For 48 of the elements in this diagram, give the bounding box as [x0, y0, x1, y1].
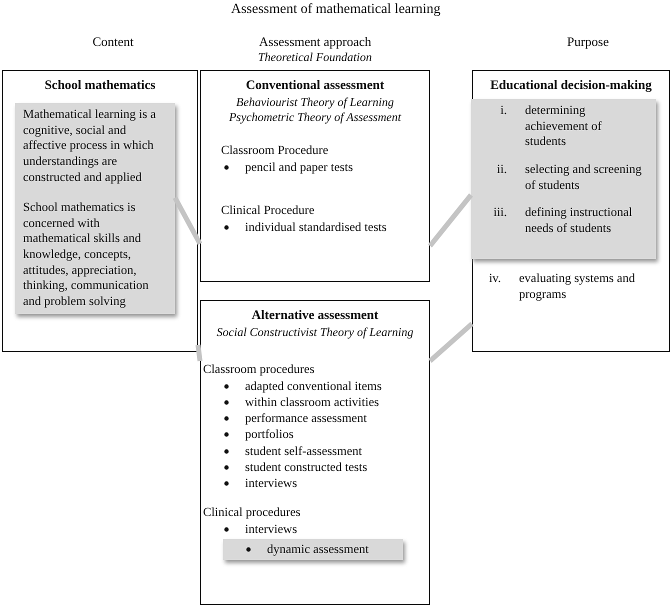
- list-item: student constructed tests: [245, 460, 368, 474]
- list-item: interviews: [245, 476, 298, 490]
- list-item: student self-assessment: [245, 444, 362, 458]
- shaded-box: [223, 539, 403, 560]
- content-box: [2, 70, 198, 352]
- connector-line: [428, 322, 474, 363]
- connector-line: [172, 196, 202, 246]
- connector-line: [428, 193, 473, 248]
- box-heading: Alternative assessment: [250, 307, 380, 323]
- list-item: pencil and paper tests: [245, 160, 353, 174]
- item-numeral: ii.: [496, 162, 507, 178]
- box-heading: Educational decision-making: [489, 77, 653, 93]
- item-numeral: iv.: [488, 271, 501, 287]
- theory-name: Psychometric Theory of Assessment: [228, 110, 402, 125]
- item-text: determining achievement of students: [525, 103, 603, 150]
- list-item: portfolios: [245, 427, 294, 442]
- content-box: [472, 70, 670, 352]
- item-text: selecting and screening of students: [525, 162, 643, 194]
- diagram-title: Assessment of mathematical learning: [231, 2, 441, 18]
- column-heading: Purpose: [567, 34, 609, 50]
- list-item: individual standardised tests: [245, 220, 387, 234]
- item-numeral: i.: [499, 103, 507, 119]
- description-text: Mathematical learning is a cognitive, social and affective process in which understandings are constructed and applied: [22, 107, 157, 186]
- item-text: defining instructional needs of students: [525, 205, 634, 236]
- column-heading: Content: [92, 34, 134, 50]
- procedure-heading: Classroom Procedure: [220, 143, 330, 159]
- item-text: evaluating systems and programs: [519, 271, 636, 302]
- item-numeral: iii.: [492, 205, 507, 222]
- list-item: interviews: [245, 522, 298, 536]
- connector-line: [196, 344, 202, 362]
- list-item: performance assessment: [245, 411, 367, 426]
- list-item: within classroom activities: [245, 394, 380, 409]
- procedure-heading: Clinical procedures: [202, 505, 302, 521]
- procedure-heading: Classroom procedures: [202, 362, 316, 378]
- box-heading: School mathematics: [44, 77, 156, 93]
- list-item: adapted conventional items: [245, 378, 382, 393]
- description-text: School mathematics is concerned with mathematical skills and knowledge, concepts, attitudes, appreciation, thinking, communication and problem solving: [22, 200, 150, 310]
- box-heading: Conventional assessment: [244, 77, 386, 93]
- column-heading: Assessment approach: [259, 34, 372, 50]
- content-box: [200, 300, 430, 605]
- content-box: [200, 70, 430, 282]
- procedure-heading: Clinical Procedure: [220, 202, 316, 218]
- theory-name: Social Constructivist Theory of Learning: [216, 325, 414, 340]
- subheading: Theoretical Foundation: [258, 50, 372, 65]
- theory-name: Behaviourist Theory of Learning: [235, 95, 395, 110]
- list-item: dynamic assessment: [267, 542, 369, 556]
- shaded-box: [471, 99, 656, 259]
- shaded-box: [15, 103, 175, 314]
